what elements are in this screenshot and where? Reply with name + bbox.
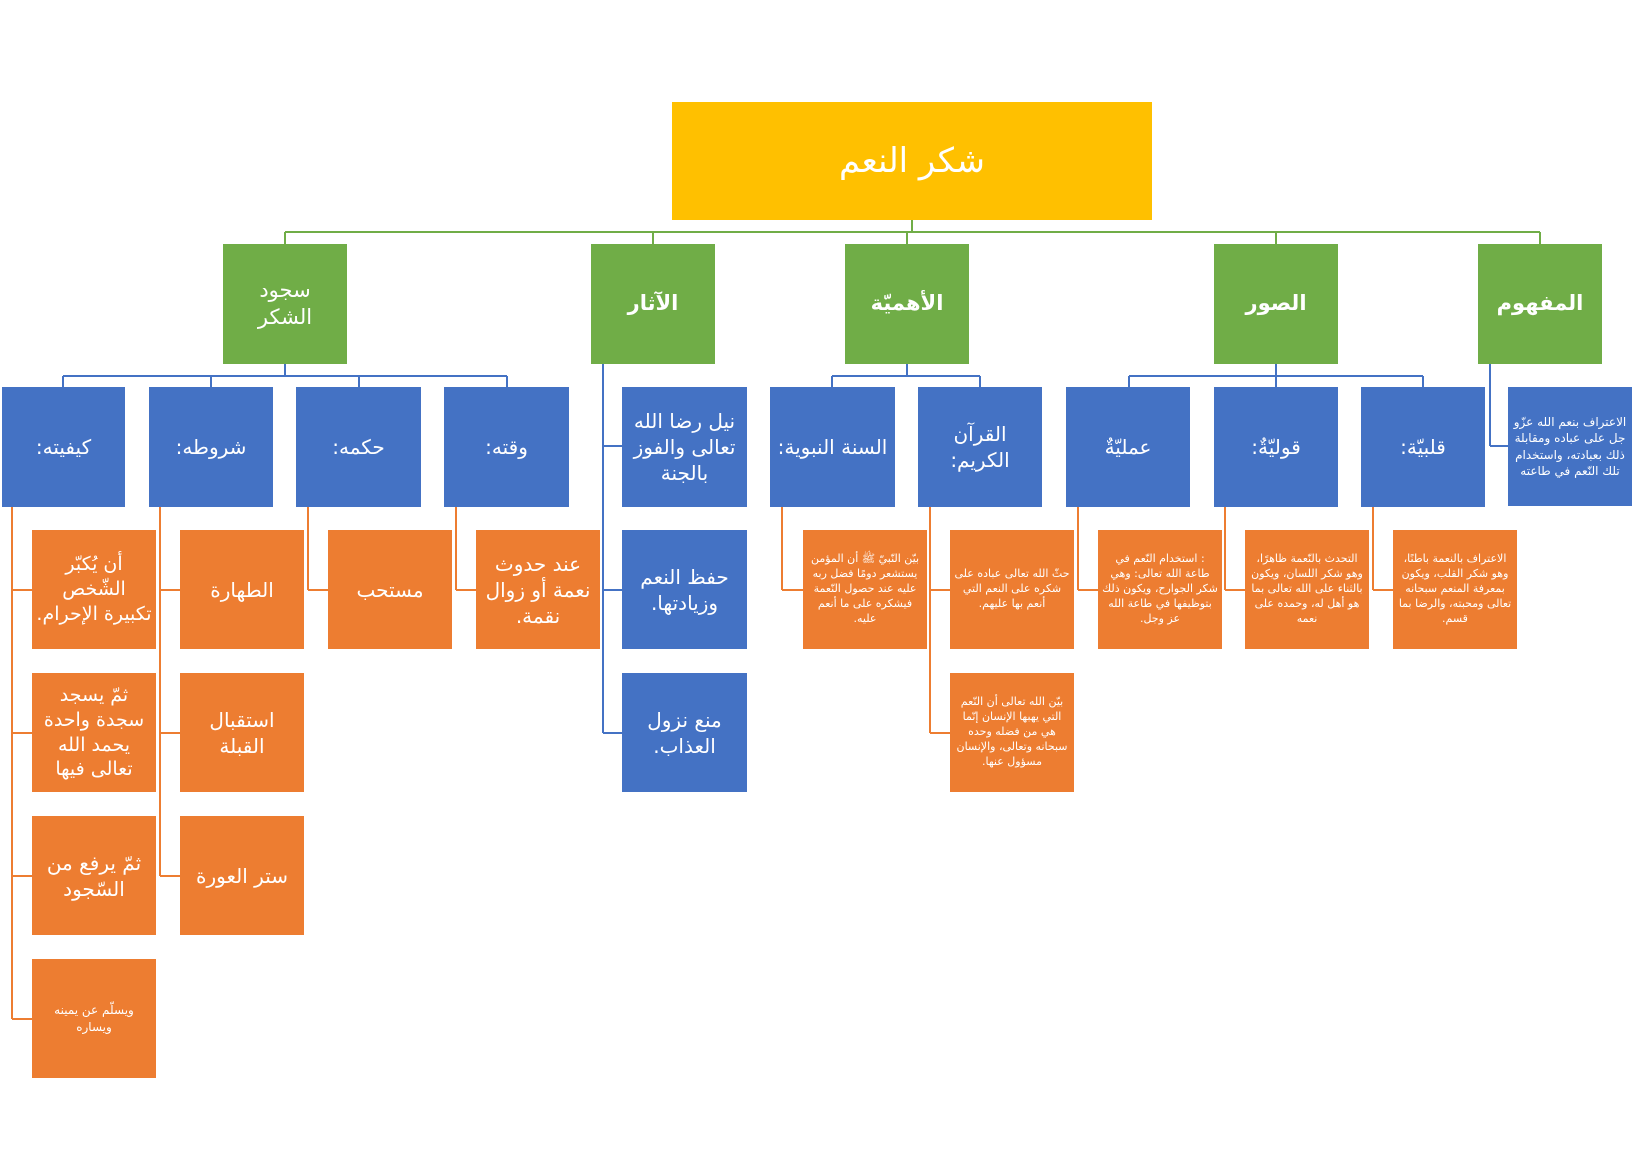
sujood-kayfiya-item-2: ثمّ يسجد سجدة واحدة يحمد الله تعالى فيها [32, 673, 156, 792]
sujood-kayfiya-item-1: أن يُكبّر الشّخص تكبيرة الإحرام. [32, 530, 156, 649]
category-sujood: سجود الشكر [223, 244, 347, 364]
suwar-qawliya-title: قوليّةٌ: [1214, 387, 1338, 507]
sujood-kayfiya-item-3: ثمّ يرفع من السّجود [32, 816, 156, 935]
sujood-hukm-title: حكمه: [296, 387, 421, 507]
root-title: شكر النعم [672, 102, 1152, 220]
ahammiya-sunna-text: بيّن النّبيّ ﷺ أن المؤمن يستشعر دومًا فض… [803, 530, 927, 649]
suwar-qalbiya-text: الاعتراف بالنعمة باطنًا، وهو شكر القلب، … [1393, 530, 1517, 649]
category-ahammiya: الأهميّة [845, 244, 969, 364]
sujood-kayfiya-item-4: ويسلّم عن يمينه ويساره [32, 959, 156, 1078]
ahammiya-sunna-title: السنة النبوية: [770, 387, 895, 507]
suwar-qalbiya-title: قلبيّة: [1361, 387, 1485, 507]
sujood-waqt-value: عند حدوث نعمة أو زوال نقمة. [476, 530, 600, 649]
ahammiya-quran-title: القرآن الكريم: [918, 387, 1042, 507]
ahammiya-quran-text-1: حثّ الله تعالى عباده على شكره على النعم … [950, 530, 1074, 649]
sujood-shurut-item-1: الطهارة [180, 530, 304, 649]
sujood-kayfiya-title: كيفيته: [2, 387, 125, 507]
athar-item-3: منع نزول العذاب. [622, 673, 747, 792]
sujood-shurut-title: شروطه: [149, 387, 273, 507]
category-mafhoom: المفهوم [1478, 244, 1602, 364]
athar-item-2: حفظ النعم وزيادتها. [622, 530, 747, 649]
sujood-waqt-title: وقته: [444, 387, 569, 507]
sujood-shurut-item-3: ستر العورة [180, 816, 304, 935]
category-athar: الآثار [591, 244, 715, 364]
suwar-amaliya-title: عمليّةٌ [1066, 387, 1190, 507]
mafhoom-definition: الاعتراف بنعم الله عزّو جل على عباده ومق… [1508, 387, 1632, 506]
suwar-amaliya-text: : استخدام النّعم في طاعة الله تعالى: وهي… [1098, 530, 1222, 649]
category-suwar: الصور [1214, 244, 1338, 364]
sujood-shurut-item-2: استقبال القبلة [180, 673, 304, 792]
athar-item-1: نيل رضا الله تعالى والفوز بالجنة [622, 387, 747, 507]
ahammiya-quran-text-2: بيّن الله تعالى أن النّعم التي يهبها الإ… [950, 673, 1074, 792]
suwar-qawliya-text: التحدث بالنّعمة ظاهرًا، وهو شكر اللسان، … [1245, 530, 1369, 649]
sujood-hukm-value: مستحب [328, 530, 452, 649]
